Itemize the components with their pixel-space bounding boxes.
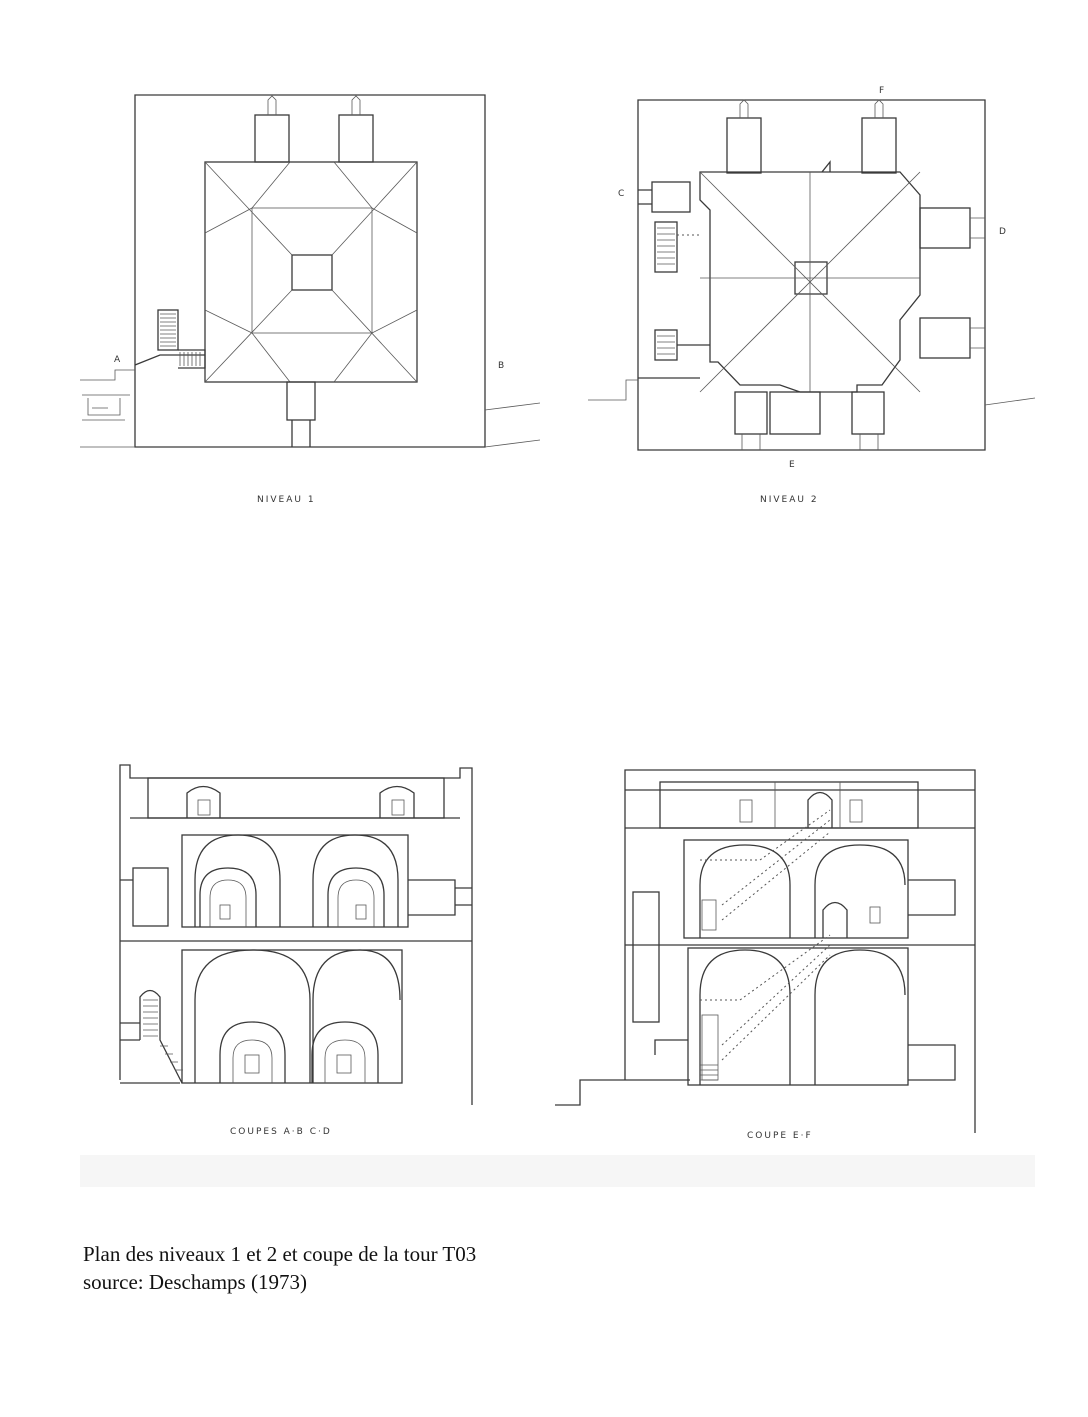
window xyxy=(869,906,881,924)
top-dividers xyxy=(774,782,841,828)
vault-ribs-secondary xyxy=(204,161,418,383)
chimney-left xyxy=(254,114,290,163)
point-b: B xyxy=(498,361,504,371)
stair-block xyxy=(157,309,179,351)
section1-title: COUPES A·B C·D xyxy=(230,1127,332,1137)
point-e: E xyxy=(789,460,795,470)
middle-chamber xyxy=(181,834,409,928)
plan-niveau-1: A B NIVEAU 1 xyxy=(80,94,541,505)
bottom-room xyxy=(769,391,821,435)
exterior-structure xyxy=(87,398,121,416)
window xyxy=(391,799,405,816)
entry-opening xyxy=(120,1022,140,1041)
top-chamber xyxy=(659,781,919,829)
middle-chamber xyxy=(683,839,909,939)
section-outline xyxy=(555,769,976,1133)
tower-outline xyxy=(699,160,921,393)
vault-ribs xyxy=(204,161,418,383)
window xyxy=(739,799,753,823)
lower-vaults xyxy=(194,949,401,1083)
window xyxy=(849,799,863,823)
lower-chamber xyxy=(687,947,909,1086)
window xyxy=(336,1054,352,1074)
stair-steps xyxy=(700,1064,718,1081)
projection-e-left xyxy=(734,391,768,435)
window xyxy=(197,799,211,816)
caption-line-1: Plan des niveaux 1 et 2 et coupe de la t… xyxy=(83,1242,477,1266)
point-a: A xyxy=(114,355,121,365)
side-shaft xyxy=(632,891,660,1023)
chimney-right xyxy=(338,114,374,163)
middle-niches xyxy=(199,867,385,927)
chimney-right xyxy=(861,117,897,174)
section2-title: COUPE E·F xyxy=(747,1131,813,1141)
lower-chamber xyxy=(181,949,403,1084)
entry-ramp xyxy=(134,349,206,369)
middle-arch xyxy=(822,901,848,938)
side-opening xyxy=(908,879,956,916)
opening-c xyxy=(638,189,652,205)
plan1-title: NIVEAU 1 xyxy=(257,495,316,505)
stair-upper xyxy=(654,221,678,273)
lower-niche-inner xyxy=(232,1039,366,1083)
top-arch xyxy=(807,791,833,828)
point-d: D xyxy=(999,227,1006,237)
enclosure-wall xyxy=(134,94,486,448)
stair-upper-steps xyxy=(657,227,675,265)
stair-paths xyxy=(700,809,831,1061)
middle-niche-inner xyxy=(209,879,375,927)
floor-lines xyxy=(600,789,975,1081)
window xyxy=(355,904,367,920)
tower-body xyxy=(204,161,418,383)
window xyxy=(244,1054,260,1074)
stair-arch xyxy=(139,989,183,1084)
projection-e-right xyxy=(851,391,885,435)
door xyxy=(701,899,717,931)
inner-square xyxy=(251,207,373,334)
stair-steps xyxy=(143,999,183,1071)
middle-vaults xyxy=(699,844,906,938)
plan-niveau-2: C D E F NIVEAU 2 xyxy=(588,86,1036,505)
central-pillar xyxy=(291,254,333,291)
figure-caption: Plan des niveaux 1 et 2 et coupe de la t… xyxy=(83,1240,476,1296)
terrain-lines xyxy=(80,369,541,448)
enclosure-wall xyxy=(637,99,986,451)
top-arches xyxy=(186,785,415,818)
section-ab-cd: COUPES A·B C·D xyxy=(119,764,473,1137)
passage-walls xyxy=(291,420,311,447)
point-c: C xyxy=(618,189,624,199)
top-chamber xyxy=(147,777,445,819)
scan-band xyxy=(80,1155,1035,1187)
stair-lower-steps xyxy=(657,335,675,355)
lower-vaults xyxy=(699,949,906,1085)
stair-lower xyxy=(654,329,678,361)
terrain-lines xyxy=(588,379,1036,406)
projection-d-upper xyxy=(919,207,971,249)
window xyxy=(219,904,231,920)
bottom-openings xyxy=(741,434,879,450)
projection-d-lower xyxy=(919,317,971,359)
side-room-left xyxy=(132,867,169,927)
caption-line-2: source: Deschamps (1973) xyxy=(83,1270,307,1294)
ramp-steps xyxy=(179,352,201,366)
room-c xyxy=(651,181,691,213)
side-openings xyxy=(120,879,472,916)
vault-ribs xyxy=(699,171,921,393)
stair-walls xyxy=(638,344,710,379)
projection-openings xyxy=(970,217,985,349)
section-ef: COUPE E·F xyxy=(555,769,976,1141)
stair-steps xyxy=(160,313,176,347)
chimney-vents xyxy=(739,99,884,118)
side-openings xyxy=(654,1039,956,1081)
chimney-left xyxy=(726,117,762,174)
chimney-vents xyxy=(267,95,361,115)
middle-vaults xyxy=(194,834,399,927)
point-f: F xyxy=(879,86,884,96)
bottom-passage xyxy=(286,381,316,421)
lower-niches xyxy=(219,1021,379,1083)
plan2-title: NIVEAU 2 xyxy=(760,495,819,505)
